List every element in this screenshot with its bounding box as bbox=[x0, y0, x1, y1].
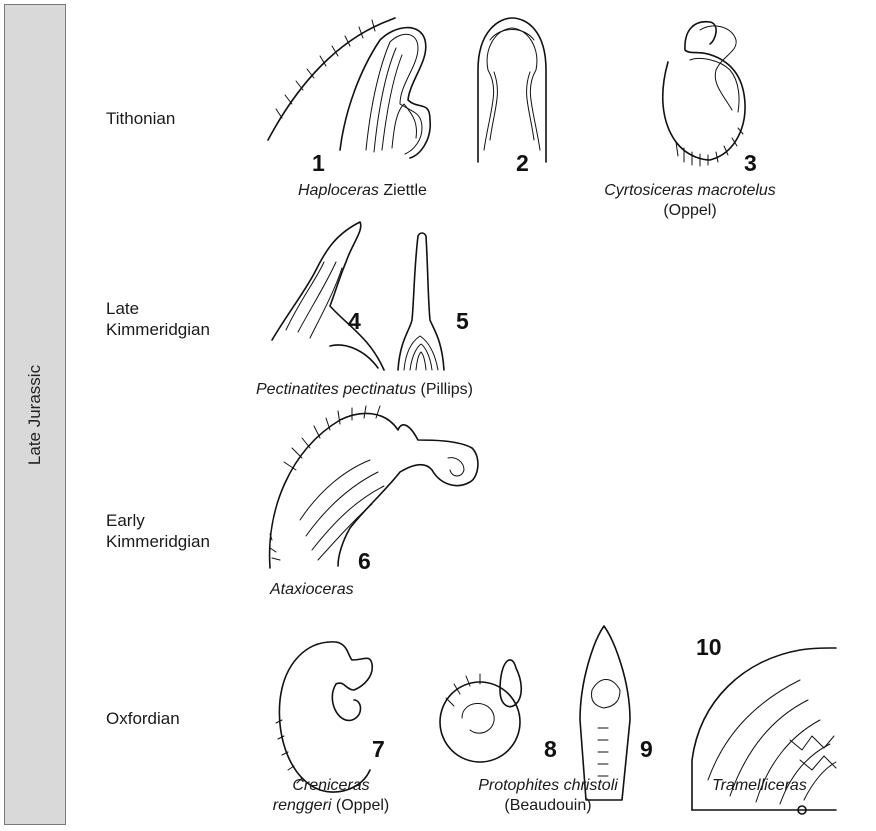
caption-creniceras-name2: renggeri bbox=[273, 797, 332, 814]
caption-creniceras-author: (Oppel) bbox=[331, 797, 389, 814]
caption-protophites: Protophites christoli (Beaudouin) bbox=[448, 776, 648, 816]
caption-cyrtosiceras: Cyrtosiceras macrotelus (Oppel) bbox=[590, 181, 790, 221]
pectinatites-front-drawing bbox=[398, 233, 444, 370]
caption-pectinatites: Pectinatites pectinatus (Pillips) bbox=[256, 380, 473, 400]
figure-number-9: 9 bbox=[640, 736, 653, 763]
protophites-lateral-drawing bbox=[440, 660, 521, 762]
caption-pectinatites-name: Pectinatites pectinatus bbox=[256, 381, 416, 398]
ataxioceras-drawing bbox=[270, 406, 478, 568]
figure-number-2: 2 bbox=[516, 150, 529, 177]
pectinatites-lateral-drawing bbox=[272, 222, 384, 370]
caption-creniceras-line1: Creniceras bbox=[266, 776, 396, 796]
haploceras-whorl-drawing bbox=[268, 18, 430, 158]
caption-tramelliceras: Tramelliceras bbox=[712, 776, 807, 796]
creniceras-drawing bbox=[276, 642, 372, 792]
figure-number-1: 1 bbox=[312, 150, 325, 177]
caption-ataxioceras: Ataxioceras bbox=[270, 580, 354, 600]
caption-haploceras: Haploceras Ziettle bbox=[298, 181, 427, 201]
figure-number-3: 3 bbox=[744, 150, 757, 177]
figure-number-10: 10 bbox=[696, 634, 722, 661]
figure-number-4: 4 bbox=[348, 308, 361, 335]
haploceras-front-drawing bbox=[478, 18, 546, 162]
caption-cyrtosiceras-name: Cyrtosiceras macrotelus bbox=[590, 181, 790, 201]
figure-number-5: 5 bbox=[456, 308, 469, 335]
caption-cyrtosiceras-author: (Oppel) bbox=[590, 201, 790, 221]
caption-protophites-author: (Beaudouin) bbox=[448, 796, 648, 816]
figure-number-7: 7 bbox=[372, 736, 385, 763]
figure-number-8: 8 bbox=[544, 736, 557, 763]
caption-haploceras-genus: Haploceras bbox=[298, 182, 379, 199]
caption-pectinatites-author: (Pillips) bbox=[416, 381, 473, 398]
protophites-front-drawing bbox=[580, 626, 630, 800]
caption-creniceras: Creniceras renggeri (Oppel) bbox=[266, 776, 396, 816]
cyrtosiceras-drawing bbox=[663, 22, 745, 166]
figure-number-6: 6 bbox=[358, 548, 371, 575]
caption-haploceras-author: Ziettle bbox=[379, 182, 427, 199]
caption-protophites-name: Protophites christoli bbox=[448, 776, 648, 796]
